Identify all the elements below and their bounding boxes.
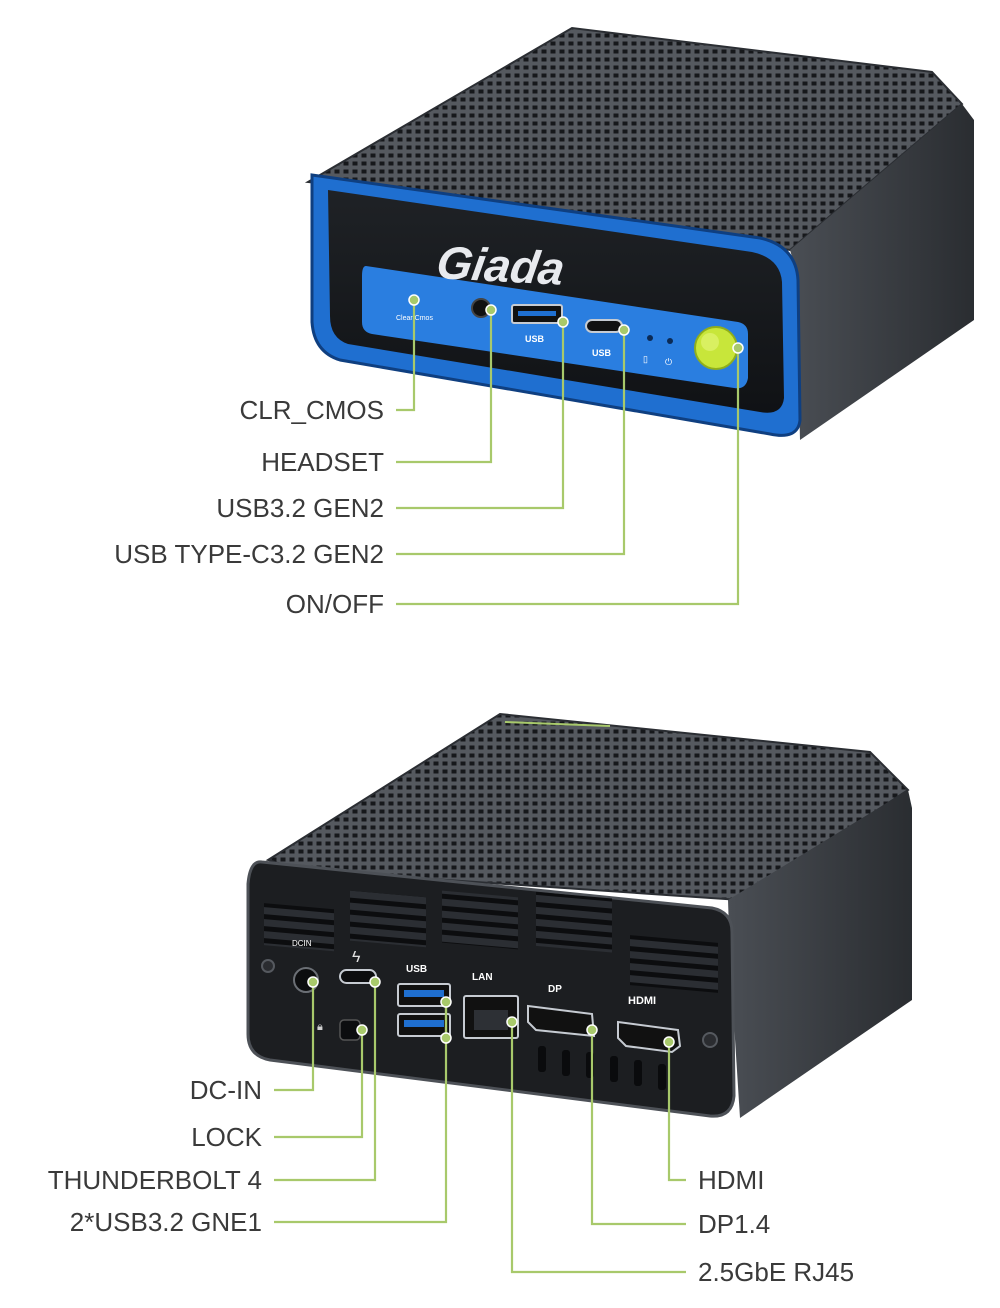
rear-vent-4 bbox=[536, 891, 612, 953]
rear-usb-mark: USB bbox=[406, 964, 427, 975]
hdmi-mark: HDMI bbox=[628, 995, 656, 1007]
callout-lock: LOCK bbox=[191, 1122, 262, 1152]
power-led-icon: ⏻ bbox=[665, 357, 672, 367]
front-usb-a-mark: USB bbox=[525, 334, 545, 344]
dp-mark: DP bbox=[548, 984, 562, 995]
lock-mark-icon: 🔒︎ bbox=[317, 1021, 323, 1033]
lan-mark: LAN bbox=[472, 972, 493, 983]
dcin-mark: DCIN bbox=[292, 939, 312, 948]
rear-vent-1 bbox=[264, 903, 334, 952]
callout-thunderbolt: THUNDERBOLT 4 bbox=[47, 1165, 262, 1195]
callout-usb-type-c: USB TYPE-C3.2 GEN2 bbox=[114, 539, 384, 569]
screw-right bbox=[702, 1032, 718, 1048]
front-usb-c-port[interactable] bbox=[585, 319, 623, 333]
rear-bottom-slots bbox=[538, 1046, 666, 1090]
hdd-led-icon: ▯ bbox=[643, 354, 648, 364]
rear-callout-lines bbox=[274, 982, 686, 1274]
chassis-side bbox=[790, 104, 974, 440]
callout-dc-in: DC-IN bbox=[189, 1075, 262, 1105]
callout-line-clr-cmos bbox=[396, 300, 416, 412]
rear-vent-2 bbox=[350, 890, 426, 948]
displayport-port[interactable] bbox=[527, 1004, 596, 1038]
callout-line-headset bbox=[396, 310, 493, 464]
brand-logo: Giada bbox=[433, 236, 568, 294]
front-port-strip bbox=[362, 266, 748, 389]
rear-callout-dots bbox=[307, 976, 675, 1048]
callout-line-onoff bbox=[396, 348, 740, 606]
rear-vent-3 bbox=[442, 890, 518, 950]
callout-line-lock bbox=[274, 1030, 364, 1139]
callout-line-hdmi bbox=[667, 1042, 686, 1182]
callout-headset: HEADSET bbox=[261, 447, 384, 477]
rear-unit: DCIN 🔒︎ ϟ USB LAN DP HDMI bbox=[246, 712, 912, 1118]
callout-line-usb bbox=[274, 1002, 448, 1224]
callout-lan: 2.5GbE RJ45 bbox=[698, 1257, 855, 1287]
front-callout-lines bbox=[396, 300, 740, 606]
hdd-led bbox=[647, 335, 653, 341]
callout-line-lan bbox=[510, 1022, 686, 1274]
callout-rear-usb: 2*USB3.2 GNE1 bbox=[69, 1207, 262, 1237]
rear-chassis-side bbox=[728, 790, 912, 1118]
callout-clr-cmos: CLR_CMOS bbox=[239, 395, 384, 425]
power-led bbox=[667, 338, 673, 344]
thunderbolt-icon: ϟ bbox=[352, 949, 361, 966]
callout-dp: DP1.4 bbox=[698, 1209, 771, 1239]
callout-line-dp bbox=[590, 1030, 686, 1226]
top-edge-highlight bbox=[504, 721, 611, 727]
front-usb-c-mark: USB bbox=[592, 348, 612, 358]
callout-line-dc-in bbox=[274, 982, 315, 1092]
callout-usb-gen2: USB3.2 GEN2 bbox=[216, 493, 384, 523]
callout-line-usb-c bbox=[396, 330, 626, 556]
screw-left bbox=[261, 959, 275, 973]
callout-on-off: ON/OFF bbox=[285, 589, 384, 619]
callout-hdmi: HDMI bbox=[698, 1165, 765, 1195]
rear-vent-5 bbox=[630, 935, 718, 993]
callout-line-usb bbox=[396, 322, 565, 510]
front-callout-dots bbox=[408, 294, 744, 354]
front-unit: Giada Clear Cmos USB USB ▯ ⏻ bbox=[304, 26, 974, 440]
callout-line-thunderbolt bbox=[274, 982, 377, 1182]
